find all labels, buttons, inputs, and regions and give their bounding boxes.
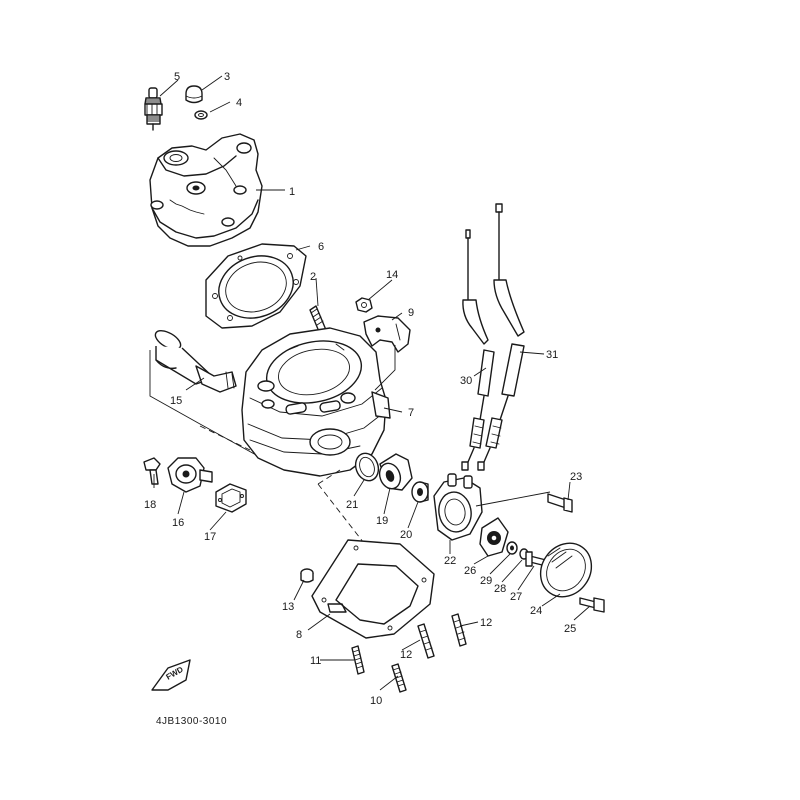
callout-4: 4 xyxy=(236,97,242,109)
callout-12b: 12 xyxy=(480,617,492,629)
nut xyxy=(355,297,373,313)
callout-7: 7 xyxy=(408,407,414,419)
cylinder-head xyxy=(149,133,263,247)
callout-27: 27 xyxy=(510,591,522,603)
washer-29 xyxy=(506,541,518,555)
callout-5: 5 xyxy=(174,71,180,83)
bracket xyxy=(363,315,411,353)
cylinder xyxy=(241,327,391,477)
callout-9: 9 xyxy=(408,307,414,319)
bolt-27 xyxy=(525,551,547,567)
callout-29: 29 xyxy=(480,575,492,587)
callout-10: 10 xyxy=(370,695,382,707)
washer-small xyxy=(194,110,208,120)
head-gasket xyxy=(205,243,307,329)
callout-23: 23 xyxy=(570,471,582,483)
callout-3: 3 xyxy=(224,71,230,83)
callout-15: 15 xyxy=(170,395,182,407)
callout-28: 28 xyxy=(494,583,506,595)
valve-housing xyxy=(433,473,483,541)
stud-12a xyxy=(417,623,435,659)
callout-17: 17 xyxy=(204,531,216,543)
leader-lines xyxy=(153,75,591,691)
stud-12b xyxy=(451,613,467,647)
valve-cover xyxy=(539,542,593,598)
joint-hose xyxy=(378,453,413,491)
bolt-18 xyxy=(143,457,161,485)
callout-21: 21 xyxy=(346,499,358,511)
bushing xyxy=(411,481,429,503)
callout-30: 30 xyxy=(460,375,472,387)
callout-18: 18 xyxy=(144,499,156,511)
callout-19: 19 xyxy=(376,515,388,527)
document-code: 4JB1300-3010 xyxy=(156,716,227,727)
callout-12a: 12 xyxy=(400,649,412,661)
callout-13: 13 xyxy=(282,601,294,613)
screw-25 xyxy=(579,597,605,613)
cable-31 xyxy=(477,203,525,471)
cap-housing xyxy=(167,457,213,493)
base-gasket xyxy=(311,539,435,639)
callout-24: 24 xyxy=(530,605,542,617)
callout-1: 1 xyxy=(289,186,295,198)
cap-gasket xyxy=(215,483,247,513)
pulley xyxy=(479,517,509,557)
callout-8: 8 xyxy=(296,629,302,641)
callout-25: 25 xyxy=(564,623,576,635)
callout-16: 16 xyxy=(172,517,184,529)
callout-labels: 5 3 4 1 6 2 14 9 7 15 18 16 17 21 19 20 … xyxy=(144,71,582,707)
callout-2: 2 xyxy=(310,271,316,283)
screw-23 xyxy=(547,493,573,513)
cap-nut xyxy=(185,85,203,104)
cable-30 xyxy=(461,229,495,471)
stud-11 xyxy=(351,645,365,675)
spark-plug xyxy=(144,87,163,131)
callout-20: 20 xyxy=(400,529,412,541)
stud-10 xyxy=(391,663,407,693)
power-valve xyxy=(154,330,237,393)
callout-22: 22 xyxy=(444,555,456,567)
o-ring xyxy=(354,452,380,482)
callout-6: 6 xyxy=(318,241,324,253)
callout-26: 26 xyxy=(464,565,476,577)
callout-31: 31 xyxy=(546,349,558,361)
callout-14: 14 xyxy=(386,269,398,281)
callout-11: 11 xyxy=(310,655,321,667)
dowel-pin xyxy=(300,568,314,583)
forward-arrow-icon: FWD xyxy=(151,659,191,691)
